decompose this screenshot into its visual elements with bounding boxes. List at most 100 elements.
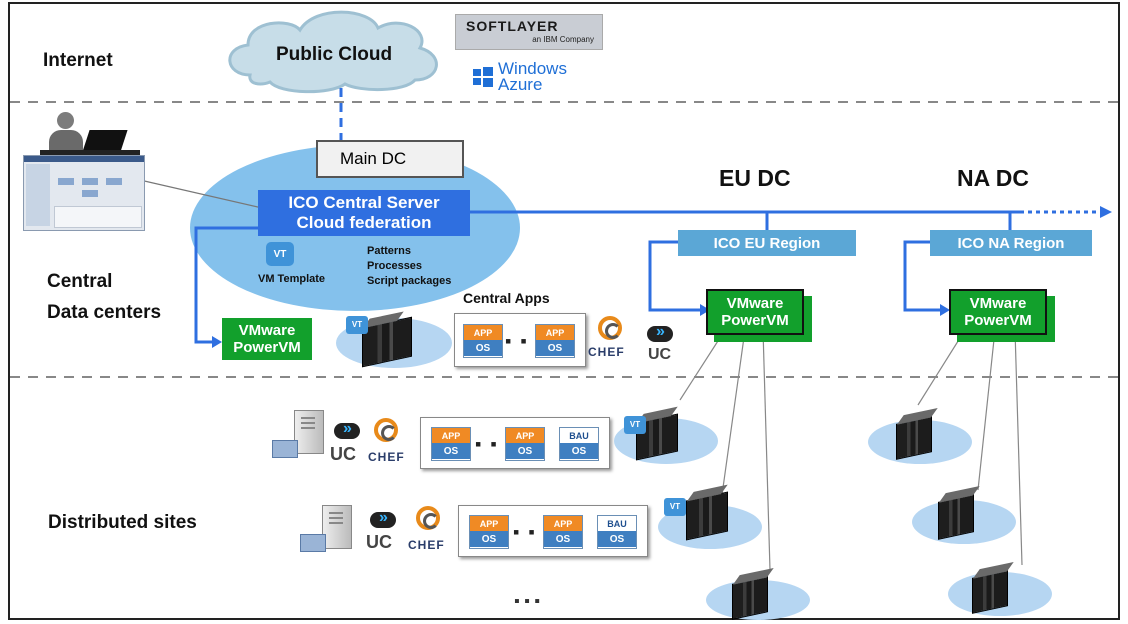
console-screenshot [23, 155, 145, 231]
public-cloud-shape [228, 10, 438, 94]
app-layer: APP [470, 516, 508, 531]
zone-central-label-2: Data centers [47, 302, 162, 323]
uc-label: UC [648, 346, 672, 363]
eu-site-server-icon [732, 576, 768, 620]
main-dc-label: Main DC [340, 149, 407, 168]
chef-label: CHEF [368, 450, 405, 464]
zone-central-label-1: Central [47, 271, 113, 292]
os-layer: OS [464, 340, 502, 356]
ellipsis: ▪ ▪ ▪ [513, 522, 553, 542]
na-site-server-icon [972, 570, 1008, 614]
app-stack: APP OS [431, 427, 471, 461]
site-server-icon [322, 505, 352, 549]
ico-central-line-1: ICO Central Server [288, 193, 440, 212]
uc-arrow-icon [647, 323, 673, 342]
eu-site-vt-icon: VT [664, 498, 686, 516]
folder-icon [272, 440, 298, 458]
central-vmware-link [194, 226, 258, 344]
admin-link [139, 179, 263, 209]
ellipsis: ▪ ▪ ▪ [475, 434, 515, 454]
site-server-icon [294, 410, 324, 454]
bau-stack: BAU OS [559, 427, 599, 461]
os-layer: OS [560, 443, 598, 459]
zone-internet-label: Internet [43, 50, 113, 71]
folder-icon [300, 534, 326, 552]
app-stack: APP OS [535, 324, 575, 358]
na-dc-title: NA DC [957, 165, 1029, 191]
site-apps-group: APP OS ▪ ▪ ▪ APP OS BAU OS [458, 505, 648, 557]
app-stack: APP OS [463, 324, 503, 358]
uc-arrow-icon [370, 509, 396, 528]
site-apps-group: APP OS ▪ ▪ ▪ APP OS BAU OS [420, 417, 610, 469]
chef-logo-icon [416, 506, 440, 530]
os-layer: OS [470, 531, 508, 547]
na-region-box: ICO NA Region [930, 230, 1092, 256]
app-layer: APP [464, 325, 502, 340]
laptop-icon [82, 130, 128, 152]
eu-region-link [648, 240, 700, 312]
chef-logo-icon [598, 316, 622, 340]
na-vmware-line-2: PowerVM [964, 312, 1032, 329]
azure-line-2: Azure [498, 75, 543, 94]
windows-logo-icon [473, 67, 493, 87]
na-site-server-icon [938, 494, 974, 540]
na-vmware-box: VMware PowerVM [949, 289, 1047, 335]
os-layer: OS [598, 531, 636, 547]
catalog-processes: Processes [367, 260, 423, 272]
na-region-link [903, 240, 940, 312]
app-stack: APP OS [469, 515, 509, 549]
uc-label: UC [330, 444, 356, 464]
catalog-patterns: Patterns [367, 245, 412, 257]
softlayer-logo: SOFTLAYER an IBM Company [455, 14, 603, 50]
eu-region-box: ICO EU Region [678, 230, 856, 256]
softlayer-sub: an IBM Company [532, 35, 594, 44]
catalog-script-packages: Script packages [367, 275, 452, 287]
os-layer: OS [544, 531, 582, 547]
chef-label: CHEF [408, 538, 445, 552]
desk-icon [40, 150, 140, 156]
bau-stack: BAU OS [597, 515, 637, 549]
more-sites-ellipsis: ▪ ▪ ▪ [514, 593, 540, 610]
eu-site-vt-icon: VT [624, 416, 646, 434]
eu-dc-title: EU DC [719, 165, 791, 191]
central-vt-icon: VT [346, 316, 368, 334]
chef-logo-icon [374, 418, 398, 442]
ellipsis: ▪ ▪ ▪ [505, 331, 545, 351]
eu-vmware-line-2: PowerVM [721, 312, 789, 329]
catalog-list: Patterns Processes Script packages [367, 244, 451, 289]
app-layer: APP [544, 516, 582, 531]
app-layer: APP [432, 428, 470, 443]
central-apps-group: APP OS ▪ ▪ ▪ APP OS [454, 313, 586, 367]
federation-arrow [1100, 206, 1112, 218]
diagram-frame [8, 2, 1120, 620]
vm-template-label: VM Template [258, 273, 326, 285]
app-layer: APP [506, 428, 544, 443]
main-dc-box: Main DC [316, 140, 464, 178]
na-site-server-icon [896, 416, 932, 460]
central-vmware-line-2: PowerVM [233, 339, 301, 356]
na-vmware-line-1: VMware [969, 295, 1027, 312]
zone-distributed-label: Distributed sites [48, 512, 197, 533]
os-layer: OS [432, 443, 470, 459]
ico-central-server-box: ICO Central Server Cloud federation [258, 190, 470, 236]
central-vmware-line-1: VMware [238, 322, 296, 339]
central-apps-label: Central Apps [463, 290, 550, 306]
admin-user-icon [47, 112, 83, 152]
bau-layer: BAU [598, 516, 636, 531]
public-cloud-label: Public Cloud [276, 44, 393, 65]
uc-arrow-icon [334, 420, 360, 439]
uc-label: UC [366, 532, 392, 552]
central-vmware-box: VMware PowerVM [222, 318, 312, 360]
ico-central-line-2: Cloud federation [296, 213, 432, 232]
app-layer: APP [536, 325, 574, 340]
eu-vmware-box: VMware PowerVM [706, 289, 804, 335]
softlayer-brand: SOFTLAYER [466, 18, 559, 34]
app-stack: APP OS [505, 427, 545, 461]
os-layer: OS [506, 443, 544, 459]
vm-template-icon: VT [266, 242, 294, 266]
os-layer: OS [536, 340, 574, 356]
eu-vmware-line-1: VMware [726, 295, 784, 312]
bau-layer: BAU [560, 428, 598, 443]
chef-label: CHEF [588, 345, 625, 359]
